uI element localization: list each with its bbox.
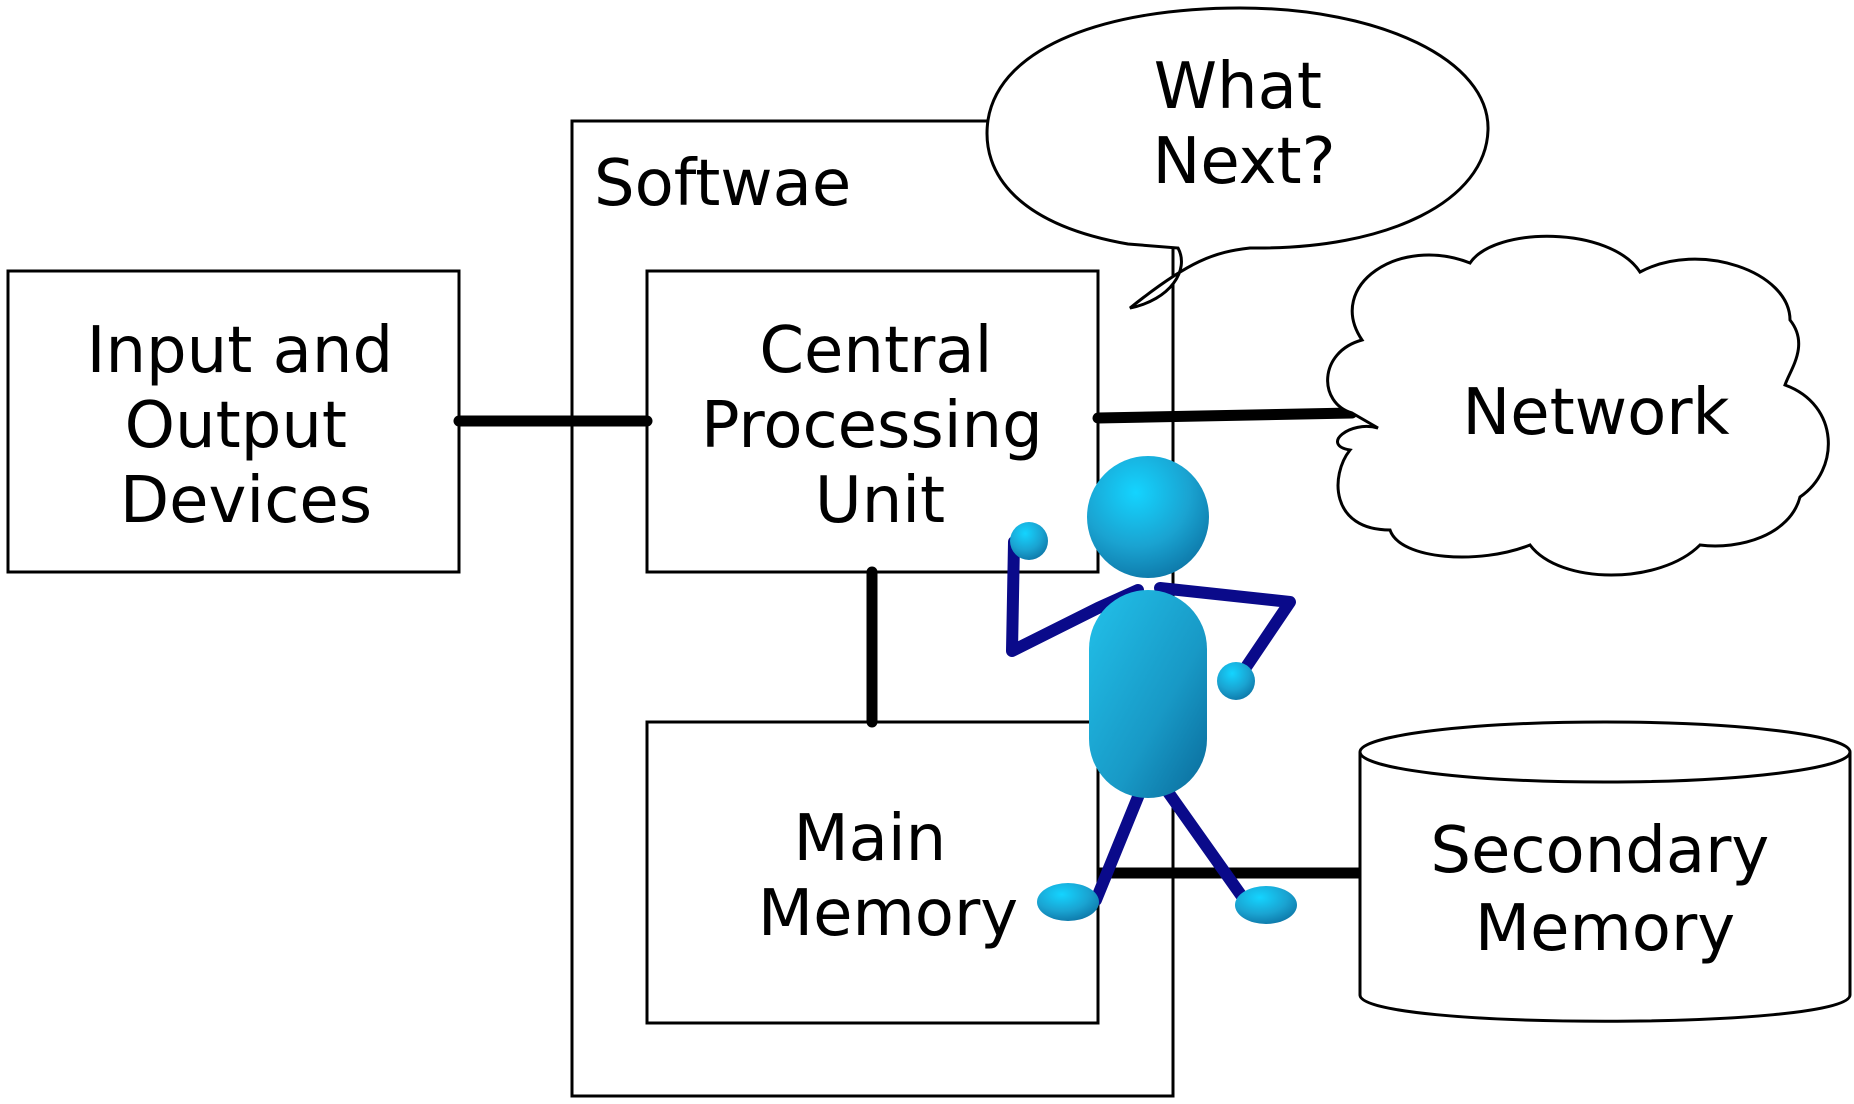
io-devices-box — [6, 269, 461, 574]
figure-left-foot — [1037, 883, 1099, 921]
figure-body — [1089, 590, 1207, 798]
figure-right-foot — [1235, 886, 1297, 924]
cpu-line-2: Processing — [701, 389, 1043, 463]
secondary-memory-label: Secondary Memory — [1430, 814, 1789, 966]
speech-bubble — [985, 6, 1490, 310]
main-memory-line-2: Memory — [758, 877, 1018, 951]
cpu-box — [645, 269, 1100, 574]
network-cloud — [1326, 234, 1830, 577]
main-memory-label: Main Memory — [758, 802, 1018, 951]
stick-person-icon — [1006, 456, 1297, 924]
software-label: Softwae — [594, 147, 851, 221]
network-label: Network — [1462, 376, 1729, 450]
io-devices-line-3: Devices — [120, 464, 372, 538]
secondary-memory-line-1: Secondary — [1430, 814, 1769, 888]
speech-bubble-text: What Next? — [1152, 50, 1342, 199]
figure-left-leg — [1090, 786, 1146, 906]
speech-line-1: What — [1154, 50, 1322, 124]
secondary-memory-cylinder — [1358, 752, 1852, 1023]
cpu-line-1: Central — [759, 314, 992, 388]
secondary-memory-cylinder-top — [1358, 720, 1852, 784]
figure-right-leg — [1162, 786, 1254, 911]
cpu-network-connector — [1092, 407, 1358, 424]
speech-line-2: Next? — [1152, 125, 1335, 199]
figure-head — [1087, 456, 1209, 578]
cpu-label: Central Processing Unit — [701, 314, 1063, 538]
io-devices-line-1: Input and — [87, 314, 393, 388]
cpu-line-3: Unit — [815, 464, 945, 538]
main-memory-line-1: Main — [793, 802, 946, 876]
io-devices-line-2: Output — [125, 389, 347, 463]
figure-left-hand — [1010, 522, 1048, 560]
figure-right-arm — [1154, 582, 1296, 688]
io-devices-label: Input and Output Devices — [87, 314, 414, 538]
figure-right-hand — [1217, 662, 1255, 700]
secondary-memory-line-2: Memory — [1475, 892, 1735, 966]
